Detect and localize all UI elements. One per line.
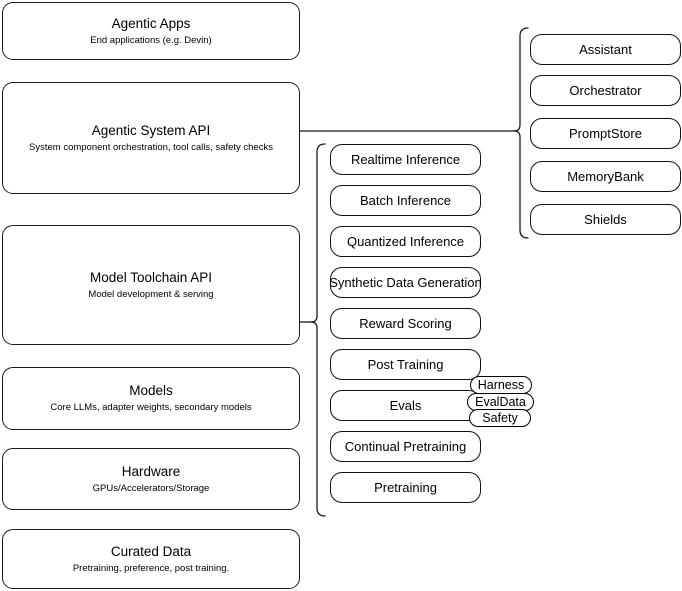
system-item-orchestrator[interactable]: Orchestrator [530,75,681,106]
chip-label: Shields [584,212,627,227]
chip-label: Pretraining [374,480,437,495]
toolchain-item-synthetic-data-generation[interactable]: Synthetic Data Generation [329,267,482,298]
system-item-memorybank[interactable]: MemoryBank [530,161,681,192]
system-item-assistant[interactable]: Assistant [530,34,681,65]
toolchain-item-continual-pretraining[interactable]: Continual Pretraining [330,431,481,462]
system-item-shields[interactable]: Shields [530,204,681,235]
chip-label: Orchestrator [569,83,642,98]
layer-title: Agentic System API [91,122,211,138]
layer-title: Hardware [121,463,181,479]
chip-label: Post Training [367,357,444,372]
evals-subcomponent-harness[interactable]: Harness [470,376,532,394]
layer-hardware[interactable]: Hardware GPUs/Accelerators/Storage [2,448,300,510]
layer-subtitle: Model development & serving [88,288,214,300]
layer-models[interactable]: Models Core LLMs, adapter weights, secon… [2,367,300,430]
toolchain-item-quantized-inference[interactable]: Quantized Inference [330,226,481,257]
toolchain-item-pretraining[interactable]: Pretraining [330,472,481,503]
layer-title: Curated Data [110,543,192,559]
chip-label: PromptStore [569,126,642,141]
layer-subtitle: End applications (e.g. Devin) [90,34,212,46]
chip-label: Quantized Inference [346,234,465,249]
system-item-promptstore[interactable]: PromptStore [530,118,681,149]
layer-subtitle: GPUs/Accelerators/Storage [92,482,210,494]
layer-title: Model Toolchain API [89,269,213,285]
pill-label: EvalData [475,395,526,409]
layer-curated-data[interactable]: Curated Data Pretraining, preference, po… [2,529,300,589]
pill-label: Harness [477,378,525,392]
toolchain-item-post-training[interactable]: Post Training [330,349,481,380]
layer-title: Models [129,383,173,398]
layer-title: Agentic Apps [111,15,191,31]
toolchain-item-reward-scoring[interactable]: Reward Scoring [330,308,481,339]
layer-subtitle: System component orchestration, tool cal… [29,141,273,153]
chip-label: Synthetic Data Generation [329,275,482,290]
chip-label: Batch Inference [359,193,452,208]
chip-label: MemoryBank [567,169,644,184]
toolchain-item-realtime-inference[interactable]: Realtime Inference [330,144,481,175]
evals-subcomponent-safety[interactable]: Safety [469,409,531,427]
layer-agentic-apps[interactable]: Agentic Apps End applications (e.g. Devi… [2,2,300,60]
layer-subtitle: Core LLMs, adapter weights, secondary mo… [50,402,252,413]
toolchain-item-evals[interactable]: Evals [330,390,481,421]
chip-label: Reward Scoring [359,316,452,331]
layer-subtitle: Pretraining, preference, post training. [72,562,230,574]
chip-label: Realtime Inference [350,152,461,167]
pill-label: Safety [482,411,518,425]
chip-label: Continual Pretraining [344,439,467,454]
chip-label: Evals [389,398,422,413]
toolchain-item-batch-inference[interactable]: Batch Inference [330,185,481,216]
layer-model-toolchain-api[interactable]: Model Toolchain API Model development & … [2,225,300,345]
chip-label: Assistant [579,42,632,57]
layer-agentic-system-api[interactable]: Agentic System API System component orch… [2,82,300,194]
